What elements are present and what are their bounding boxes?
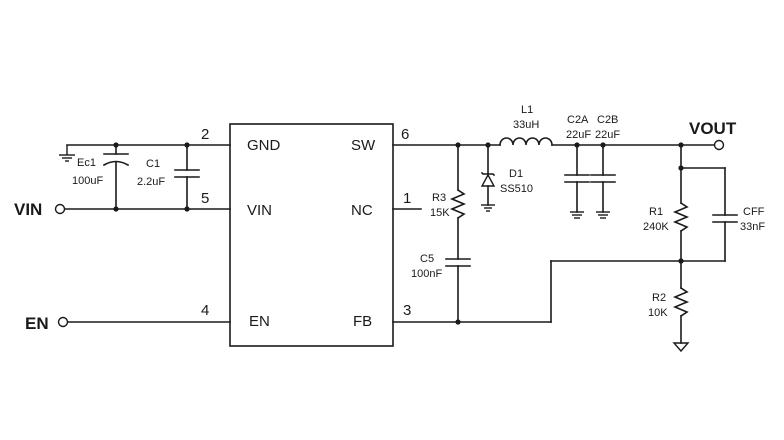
pin-label-gnd: GND (247, 137, 281, 154)
junction-ec1-gnd (113, 142, 119, 148)
d1-ref: D1 (509, 168, 523, 180)
inductor-l1 (499, 137, 553, 146)
c1-value: 2.2uF (137, 176, 165, 188)
pin-number-5: 5 (201, 190, 209, 207)
diode-d1 (480, 171, 496, 187)
pin-label-fb: FB (353, 313, 372, 330)
c5-ref: C5 (420, 253, 434, 265)
pin-number-1: 1 (403, 190, 411, 207)
ec1-ref: Ec1 (77, 157, 96, 169)
pin-number-3: 3 (403, 302, 411, 319)
r2-value: 10K (648, 307, 668, 319)
pin-label-en: EN (249, 313, 270, 330)
ground-symbol-c2b (596, 211, 610, 219)
vin-port-label: VIN (14, 200, 42, 219)
cff-ref: CFF (743, 206, 765, 218)
pin-number-2: 2 (201, 126, 209, 143)
d1-value: SS510 (500, 183, 533, 195)
r3-value: 15K (430, 207, 450, 219)
junction-ec1-vin (113, 206, 119, 212)
junction-d1-sw (485, 142, 491, 148)
capacitor-c2b (590, 174, 616, 183)
pin-label-sw: SW (351, 137, 376, 154)
ec1-value: 100uF (72, 175, 103, 187)
vout-port-label: VOUT (689, 119, 737, 138)
ground-symbol-r2 (672, 342, 690, 353)
l1-value: 33uH (513, 119, 539, 131)
pin-number-4: 4 (201, 302, 209, 319)
en-terminal (57, 316, 69, 328)
pin-label-nc: NC (351, 202, 373, 219)
c2a-value: 22uF (566, 129, 591, 141)
resistor-r2 (672, 286, 690, 318)
pin-label-vin: VIN (247, 202, 272, 219)
c2b-ref: C2B (597, 114, 618, 126)
capacitor-ec1 (102, 144, 130, 210)
junction-c1-vin (184, 206, 190, 212)
capacitor-c1 (174, 144, 200, 210)
r1-ref: R1 (649, 206, 663, 218)
junction-c5-fb (455, 319, 461, 325)
l1-ref: L1 (521, 104, 533, 116)
capacitor-c5 (445, 258, 471, 267)
r1-value: 240K (643, 221, 669, 233)
junction-cff-top (678, 165, 684, 171)
junction-r1-vout (678, 142, 684, 148)
resistor-r1 (672, 201, 690, 233)
capacitor-c2a (564, 174, 590, 183)
junction-c2b (600, 142, 606, 148)
r2-ref: R2 (652, 292, 666, 304)
c5-value: 100nF (411, 268, 442, 280)
junction-c1-gnd (184, 142, 190, 148)
cff-value: 33nF (740, 221, 765, 233)
resistor-r3 (449, 188, 467, 220)
c2b-value: 22uF (595, 129, 620, 141)
en-port-label: EN (25, 314, 49, 333)
ic-body (229, 123, 394, 347)
c1-ref: C1 (146, 158, 160, 170)
vout-terminal (713, 139, 725, 151)
ground-symbol-c2a (570, 211, 584, 219)
ground-symbol-left (59, 145, 75, 162)
junction-r3-sw (455, 142, 461, 148)
pin-number-6: 6 (401, 126, 409, 143)
c2a-ref: C2A (567, 114, 589, 126)
junction-c2a (574, 142, 580, 148)
ground-symbol-d1 (481, 204, 495, 212)
vin-terminal (54, 203, 66, 215)
r3-ref: R3 (432, 192, 446, 204)
capacitor-cff (712, 214, 738, 223)
